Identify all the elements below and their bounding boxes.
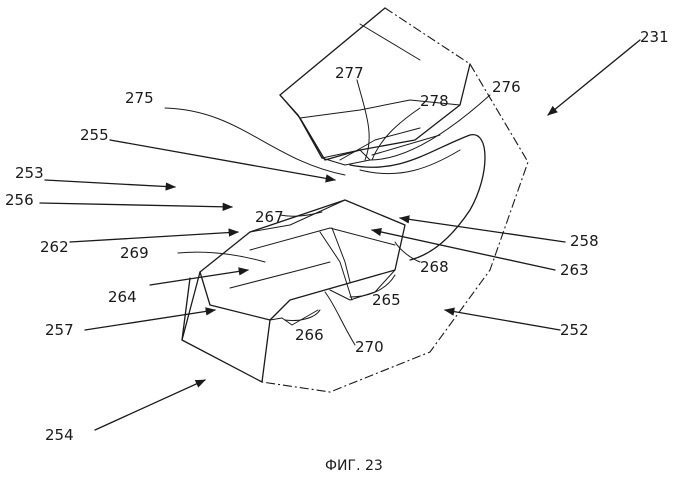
label-265: 265: [372, 291, 401, 309]
label-266: 266: [295, 326, 324, 344]
label-277: 277: [335, 64, 364, 82]
label-231: 231: [640, 28, 669, 46]
label-256: 256: [5, 191, 34, 209]
chip-curve: [350, 135, 485, 260]
label-264: 264: [108, 288, 137, 306]
figure-caption: ФИГ. 23: [325, 458, 383, 474]
label-278: 278: [420, 92, 449, 110]
upper-holder: [280, 8, 470, 165]
label-275: 275: [125, 89, 154, 107]
reference-labels: 231 252 253 254 255 256 257 258 262 263 …: [5, 28, 669, 444]
label-262: 262: [40, 238, 69, 256]
label-268: 268: [420, 258, 449, 276]
label-253: 253: [15, 164, 44, 182]
label-254: 254: [45, 426, 74, 444]
label-263: 263: [560, 261, 589, 279]
label-269: 269: [120, 244, 149, 262]
label-258: 258: [570, 232, 599, 250]
label-255: 255: [80, 126, 109, 144]
label-267: 267: [255, 208, 284, 226]
label-270: 270: [355, 338, 384, 356]
label-276: 276: [492, 78, 521, 96]
label-257: 257: [45, 321, 74, 339]
label-252: 252: [560, 321, 589, 339]
